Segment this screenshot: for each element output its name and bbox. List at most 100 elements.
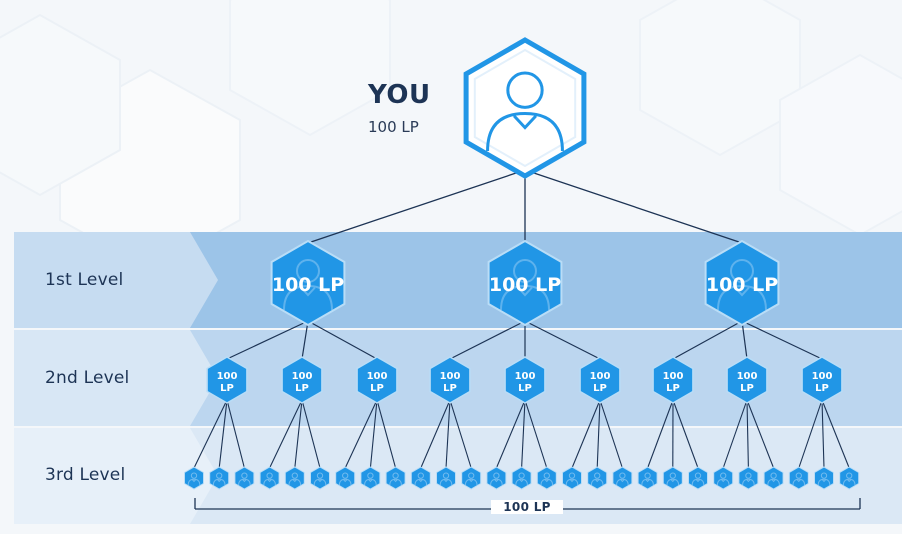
- level-2-node-label-bottom: LP: [593, 383, 607, 394]
- connector-line: [307, 320, 378, 360]
- level-3-node: [713, 466, 734, 490]
- connector-line: [521, 399, 526, 469]
- level-3-node: [738, 466, 759, 490]
- connector-line: [821, 399, 850, 469]
- person-icon: [691, 472, 705, 486]
- level-2-node-label-top: 100: [737, 371, 758, 382]
- connector-line: [226, 399, 245, 469]
- person-icon: [792, 472, 806, 486]
- person-icon: [565, 472, 579, 486]
- label-panel-1: [14, 232, 218, 328]
- connector-line: [596, 399, 601, 469]
- level-3-node: [637, 466, 658, 490]
- connector-line: [449, 320, 526, 360]
- person-icon: [716, 472, 730, 486]
- level-2-node-label-top: 100: [367, 371, 388, 382]
- connector-line: [445, 399, 451, 469]
- connector-line: [307, 169, 526, 244]
- level-3-total-label: 100 LP: [491, 500, 563, 514]
- person-icon: [616, 472, 629, 486]
- level-2-node-label-bottom: LP: [518, 383, 532, 394]
- connector-line: [218, 399, 228, 469]
- level-3-node: [284, 466, 305, 490]
- level-2-node-label-top: 100: [590, 371, 611, 382]
- person-icon: [288, 472, 302, 486]
- level-1-label: 1st Level: [45, 270, 124, 290]
- person-icon: [817, 472, 831, 486]
- person-icon: [641, 472, 654, 486]
- level-3-node: [385, 466, 406, 490]
- connector-line: [524, 320, 601, 360]
- level-2-node-label-bottom: LP: [815, 383, 829, 394]
- level-2-node-label-top: 100: [292, 371, 313, 382]
- connector-line: [746, 399, 775, 469]
- you-points: 100 LP: [368, 118, 419, 136]
- connector-line: [571, 399, 601, 469]
- level-3-node: [461, 466, 482, 490]
- connector-line: [524, 169, 743, 244]
- person-icon: [717, 259, 767, 311]
- person-icon: [238, 472, 251, 486]
- label-panel-2: [14, 330, 218, 426]
- connector-line: [369, 399, 378, 469]
- level-2-node-label-bottom: LP: [740, 383, 754, 394]
- level-2-node-label-bottom: LP: [220, 383, 234, 394]
- person-icon: [742, 472, 755, 486]
- level-3-node: [763, 466, 784, 490]
- level-3-label: 3rd Level: [45, 465, 126, 485]
- connector-line: [495, 399, 526, 469]
- level-3-node: [536, 466, 557, 490]
- person-icon: [313, 472, 327, 486]
- person-icon: [590, 472, 604, 486]
- level-1-node: 100 LP: [704, 239, 780, 327]
- level-3-node: [310, 466, 330, 490]
- level-3-node: [184, 466, 204, 490]
- level-3-node: [335, 466, 356, 490]
- connector-line: [524, 399, 548, 469]
- person-icon: [338, 472, 352, 486]
- person-icon: [414, 472, 428, 486]
- level-2-node-label-top: 100: [515, 371, 536, 382]
- level-3-node: [612, 466, 633, 490]
- level-3-node: [259, 466, 280, 490]
- connector-line: [269, 399, 303, 469]
- level-3-node: [511, 466, 532, 490]
- level-2-node-label-top: 100: [440, 371, 461, 382]
- connector-line: [301, 399, 321, 469]
- connector-line: [376, 399, 397, 469]
- person-icon: [439, 472, 453, 486]
- you-node: [463, 37, 587, 179]
- level-3-node: [788, 466, 809, 490]
- level-3-node: [587, 466, 608, 490]
- level-3-node: [662, 466, 683, 490]
- connector-line: [226, 320, 309, 360]
- level-1-node-label: 100 LP: [706, 274, 778, 296]
- connector-line: [193, 399, 228, 469]
- level-2-node-label-top: 100: [217, 371, 238, 382]
- level-3-node: [360, 466, 381, 490]
- person-icon: [842, 472, 856, 486]
- level-3-node: [234, 466, 255, 490]
- person-icon: [540, 472, 554, 486]
- connector-line: [672, 320, 743, 360]
- connection-lines: [193, 169, 850, 469]
- level-2-node-label-bottom: LP: [370, 383, 384, 394]
- connector-line: [301, 320, 309, 360]
- connector-line: [821, 399, 825, 469]
- person-icon: [515, 472, 528, 486]
- level-2-label: 2nd Level: [45, 368, 130, 388]
- level-3-node: [209, 466, 230, 490]
- level-3-node: [436, 466, 456, 490]
- person-icon: [486, 71, 564, 152]
- connector-line: [722, 399, 748, 469]
- connector-line: [449, 399, 472, 469]
- connector-line: [672, 399, 699, 469]
